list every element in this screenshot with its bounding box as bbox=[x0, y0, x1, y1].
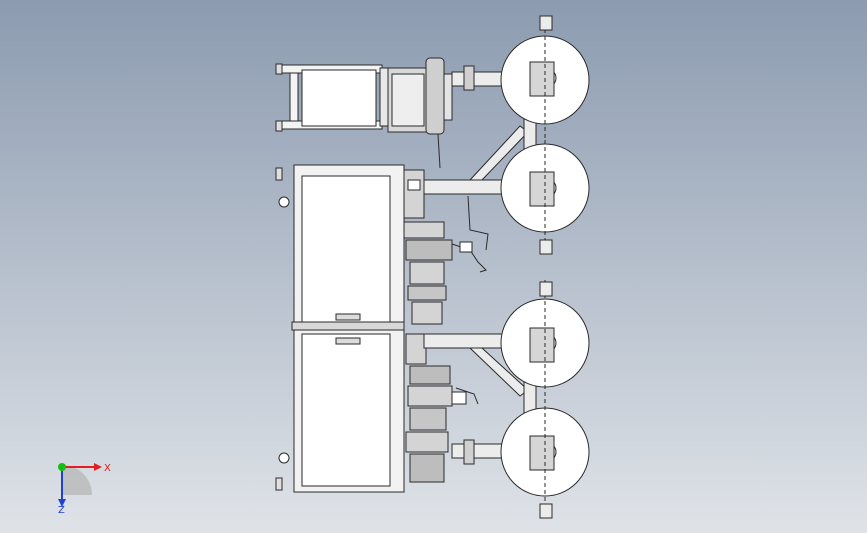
z-axis-label: Z bbox=[58, 505, 65, 515]
x-axis-label: X bbox=[104, 463, 111, 474]
reel-top-2[interactable] bbox=[500, 140, 590, 255]
reel-top-1[interactable] bbox=[500, 15, 590, 140]
mechanism-column[interactable] bbox=[403, 169, 489, 483]
upper-frame[interactable] bbox=[275, 63, 389, 132]
orientation-triad: X Z bbox=[58, 463, 111, 515]
control-cabinet-bottom[interactable] bbox=[275, 321, 405, 493]
reel-bottom-2[interactable] bbox=[500, 392, 590, 519]
spool-drum[interactable] bbox=[387, 57, 453, 169]
control-cabinet-top[interactable] bbox=[275, 164, 405, 326]
reel-bottom-1[interactable] bbox=[500, 280, 590, 392]
